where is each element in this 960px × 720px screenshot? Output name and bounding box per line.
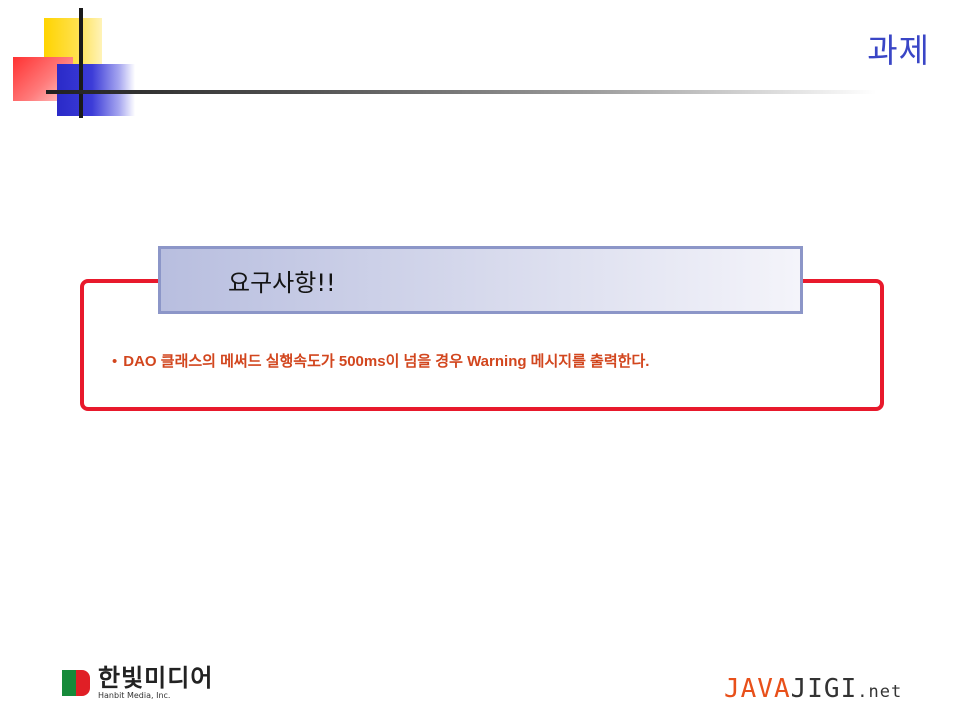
javajigi-logo: JAVAJIGI.net [724, 674, 902, 704]
hb-logo-icon [62, 668, 92, 698]
requirements-header-bar [158, 246, 803, 314]
publisher-subtitle: Hanbit Media, Inc. [98, 691, 171, 700]
hanbit-media-logo: 한빛미디어 Hanbit Media, Inc. [62, 666, 213, 700]
title-underline [46, 90, 876, 94]
logo-jigi: JIGI [790, 674, 858, 704]
publisher-name: 한빛미디어 [98, 664, 214, 692]
requirement-item: • DAO 클래스의 메써드 실행속도가 500ms이 넘을 경우 Warning… [112, 350, 649, 371]
logo-java: JAVA [724, 674, 791, 704]
requirements-header: 요구사항!! [228, 269, 336, 297]
bullet-icon: • [112, 353, 118, 370]
slide-title: 과제 [867, 31, 930, 70]
logo-net: .net [857, 682, 903, 702]
corner-vertical-line [79, 8, 83, 118]
requirement-text: DAO 클래스의 메써드 실행속도가 500ms이 넘을 경우 Warning … [123, 353, 650, 370]
